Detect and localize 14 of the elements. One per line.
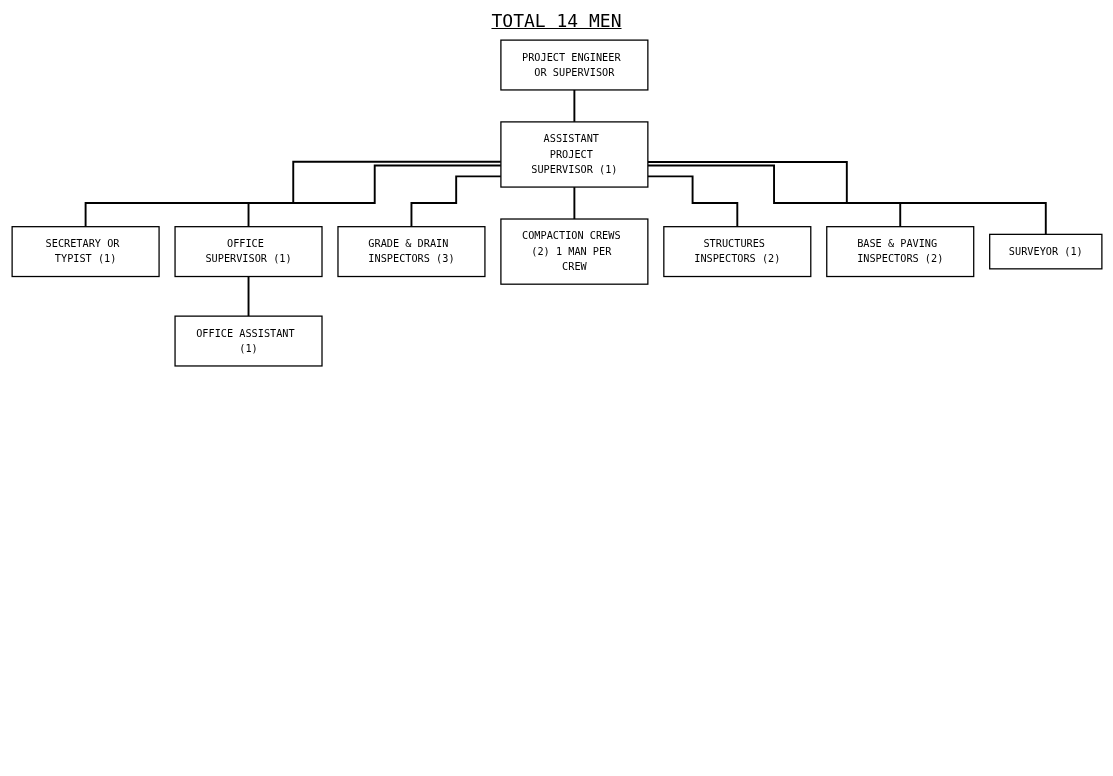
node-box: SURVEYOR (1) xyxy=(988,233,1103,270)
node-box: OFFICE ASSISTANT (1) xyxy=(173,315,323,367)
node-box: PROJECT ENGINEER OR SUPERVISOR xyxy=(499,39,648,91)
node-box: SECRETARY OR TYPIST (1) xyxy=(10,226,160,278)
node-box: BASE & PAVING INSPECTORS (2) xyxy=(825,226,974,278)
node-box: COMPACTION CREWS (2) 1 MAN PER CREW xyxy=(499,218,648,285)
node-box: ASSISTANT PROJECT SUPERVISOR (1) xyxy=(499,121,648,188)
node-box: GRADE & DRAIN INSPECTORS (3) xyxy=(336,226,486,278)
connector xyxy=(247,275,249,318)
connector xyxy=(572,186,575,220)
node-box: STRUCTURES INSPECTORS (2) xyxy=(662,226,811,278)
node-box: OFFICE SUPERVISOR (1) xyxy=(173,226,323,278)
chart-title: TOTAL 14 MEN xyxy=(490,10,623,31)
connector xyxy=(572,89,575,123)
